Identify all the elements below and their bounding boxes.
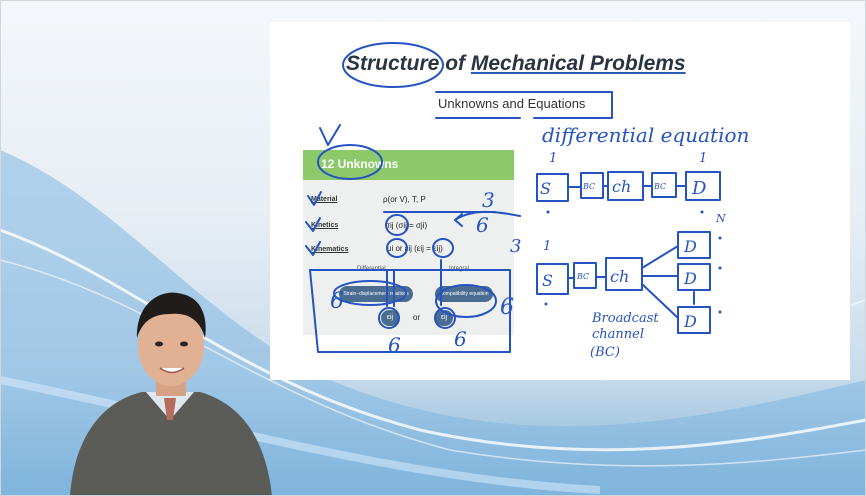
eps-left-bubble: εij xyxy=(381,310,399,326)
row-text-kinetics: σij (σij = σji) xyxy=(385,221,428,230)
panel-header: 12 Unknowns xyxy=(303,150,514,180)
title-mechanical-problems: Mechanical Problems xyxy=(470,52,686,75)
row-text-kinematics: ui or εij (εij = ε̇ij) xyxy=(387,244,443,253)
row-label-kinematics: Kinematics xyxy=(311,246,349,253)
unknowns-panel: 12 Unknowns Material ρ(or V), T, P Kinet… xyxy=(303,150,514,335)
slide-title: Structure of Mechanical Problems xyxy=(346,52,686,76)
presenter-image xyxy=(70,292,272,496)
row-label-kinetics: Kinetics xyxy=(311,222,339,229)
or-text: or xyxy=(413,313,421,322)
title-word-structure: Structure xyxy=(346,52,440,75)
slide-subtitle: Unknowns and Equations xyxy=(438,96,586,111)
strain-displacement-text: Strain–displacement relations xyxy=(343,291,409,297)
strain-displacement-box: Strain–displacement relations xyxy=(339,286,413,302)
eps-right-bubble: εij xyxy=(435,310,453,326)
compatibility-text: Compatibility equation xyxy=(439,291,489,297)
title-of: of xyxy=(445,52,471,75)
row-text-material: ρ(or V), T, P xyxy=(383,195,426,204)
integral-label: Integral xyxy=(449,266,470,272)
compatibility-box: Compatibility equation xyxy=(435,286,493,302)
differential-label: Differential xyxy=(357,266,386,272)
row-label-material: Material xyxy=(311,196,338,203)
panel-header-text: 12 Unknowns xyxy=(321,157,399,171)
